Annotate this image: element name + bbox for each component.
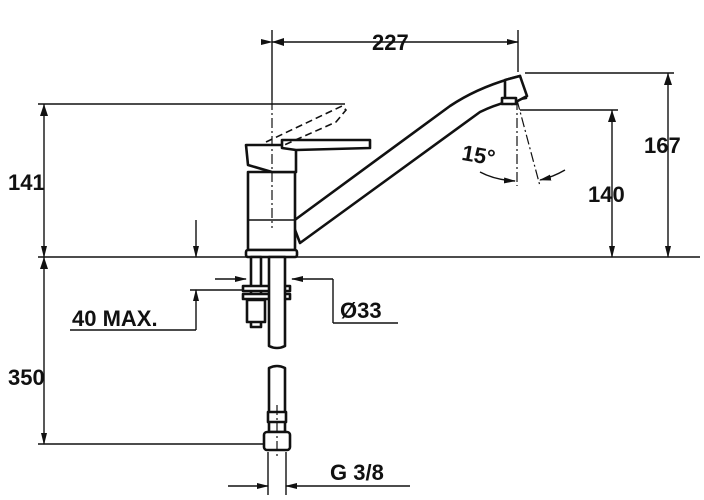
dimension-spray-angle: 15°: [460, 99, 566, 187]
dimension-spout-reach: 227: [261, 30, 519, 55]
lever-handle-raised: [265, 105, 348, 147]
dimension-label-350: 350: [8, 365, 45, 390]
washer-top: [241, 284, 292, 293]
angle-label-15: 15°: [460, 140, 497, 170]
washer-bottom: [241, 292, 292, 301]
hose-upper: [267, 255, 287, 350]
faucet-body: [244, 74, 529, 259]
bolt-nut: [245, 298, 267, 324]
dimension-outlet-height: 140: [588, 110, 625, 258]
mounting-hardware: [241, 255, 292, 458]
dimension-counter-thickness: 40 MAX.: [70, 220, 245, 331]
dimension-connection-thread: G 3/8: [228, 452, 410, 495]
dimension-label-167: 167: [644, 133, 681, 158]
dimension-label-g38: G 3/8: [330, 460, 384, 485]
dimension-label-140: 140: [588, 182, 625, 207]
dimension-hole-diameter: Ø33: [215, 276, 398, 324]
dimension-label-40-max: 40 MAX.: [72, 306, 158, 331]
aerator-tip: [500, 96, 518, 106]
lever-handle: [280, 138, 372, 152]
dimension-total-height: 167: [644, 73, 681, 258]
dimension-label-141: 141: [8, 170, 45, 195]
dimension-handle-height: 141: [8, 104, 48, 258]
dimension-label-227: 227: [372, 30, 409, 55]
dimension-label-o33: Ø33: [340, 298, 382, 323]
reference-lines: [38, 30, 700, 445]
dimension-hose-length: 350: [8, 257, 48, 445]
